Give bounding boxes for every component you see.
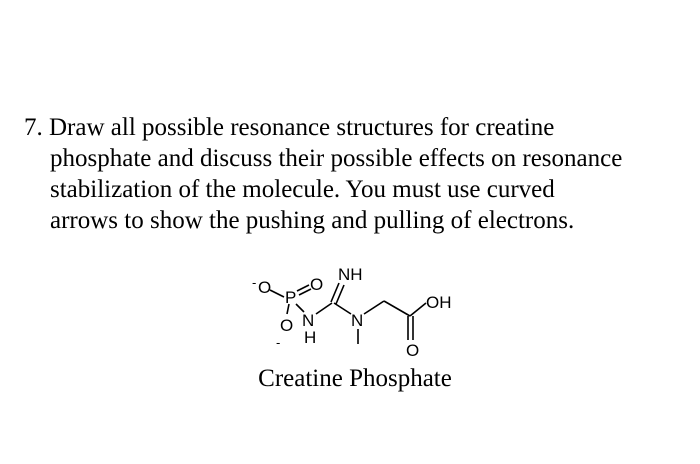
atom-n-amide: N: [302, 311, 314, 330]
atom-minus-top: -: [252, 275, 256, 290]
atom-o-double: O: [310, 275, 323, 294]
atom-o-minus-bottom: O: [280, 316, 293, 335]
question-text: 7. Draw all possible resonance structure…: [24, 112, 684, 236]
question-line-2: phosphate and discuss their possible eff…: [50, 145, 623, 172]
atom-n-methyl: N: [351, 311, 363, 330]
atom-p: P: [285, 288, 296, 307]
bond-lines: [269, 282, 427, 344]
question-line-1: 7. Draw all possible resonance structure…: [24, 114, 555, 141]
molecule-caption: Creatine Phosphate: [258, 365, 452, 392]
atom-minus-bottom: -: [276, 335, 280, 350]
atom-h-amide: H: [304, 328, 316, 347]
question-line-3: stabilization of the molecule. You must …: [50, 176, 555, 203]
atom-oh: OH: [426, 293, 452, 312]
atom-o-minus-top: O: [258, 278, 271, 297]
atom-nh-top: NH: [338, 265, 363, 284]
atom-o-carbonyl: O: [406, 341, 419, 360]
question-line-4: arrows to show the pushing and pulling o…: [50, 207, 575, 234]
creatine-phosphate-structure: - O P O O - NH N H N OH O: [252, 265, 452, 360]
